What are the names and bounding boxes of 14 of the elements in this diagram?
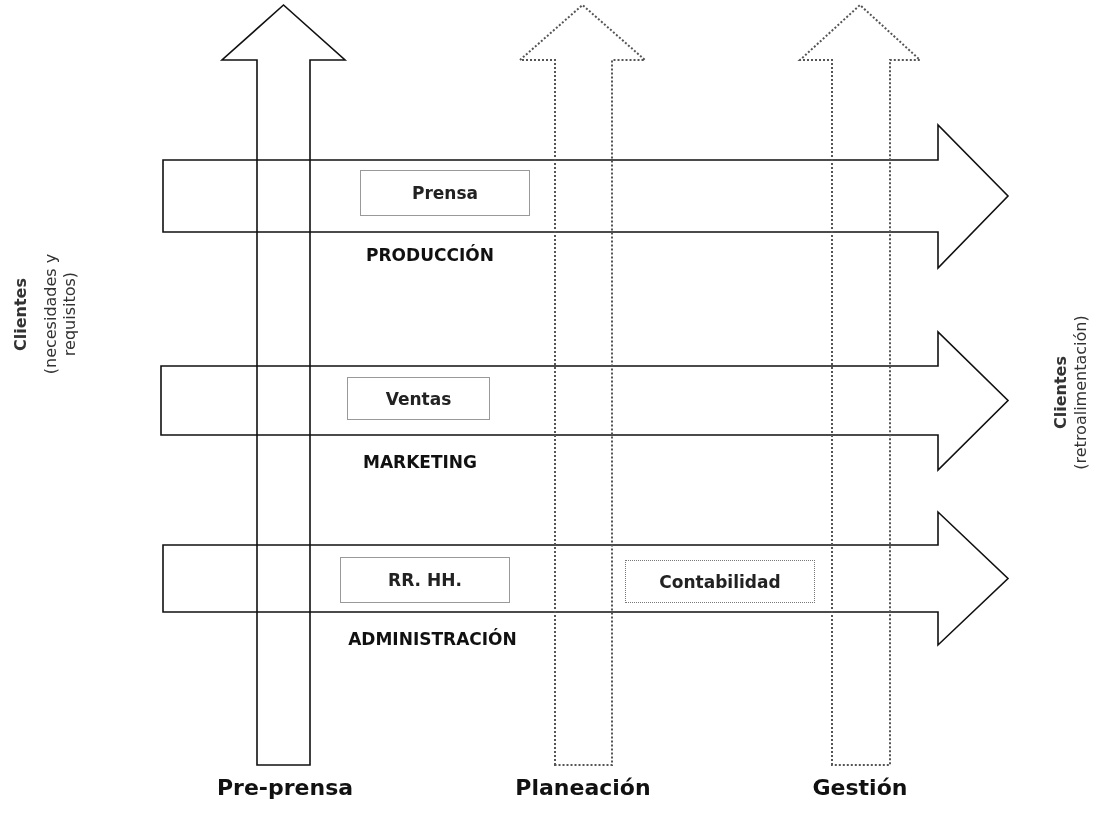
process-box: Contabilidad	[625, 560, 815, 603]
arrow-label: Gestión	[811, 775, 909, 800]
client-label: Clientes	[1050, 355, 1070, 431]
process-box: Prensa	[360, 170, 530, 216]
arrow-label: Planeación	[514, 775, 652, 800]
process-box: Ventas	[347, 377, 490, 420]
client-label: Clientes	[10, 277, 30, 353]
arrow-label: MARKETING	[361, 452, 479, 472]
arrow-label: PRODUCCIÓN	[365, 245, 495, 265]
client-label: (retroalimentación)	[1070, 314, 1090, 472]
process-box: RR. HH.	[340, 557, 510, 603]
arrow-label: ADMINISTRACIÓN	[347, 629, 518, 649]
client-label: (necesidades y requisitos)	[41, 252, 79, 377]
arrow-label: Pre-prensa	[215, 775, 355, 800]
